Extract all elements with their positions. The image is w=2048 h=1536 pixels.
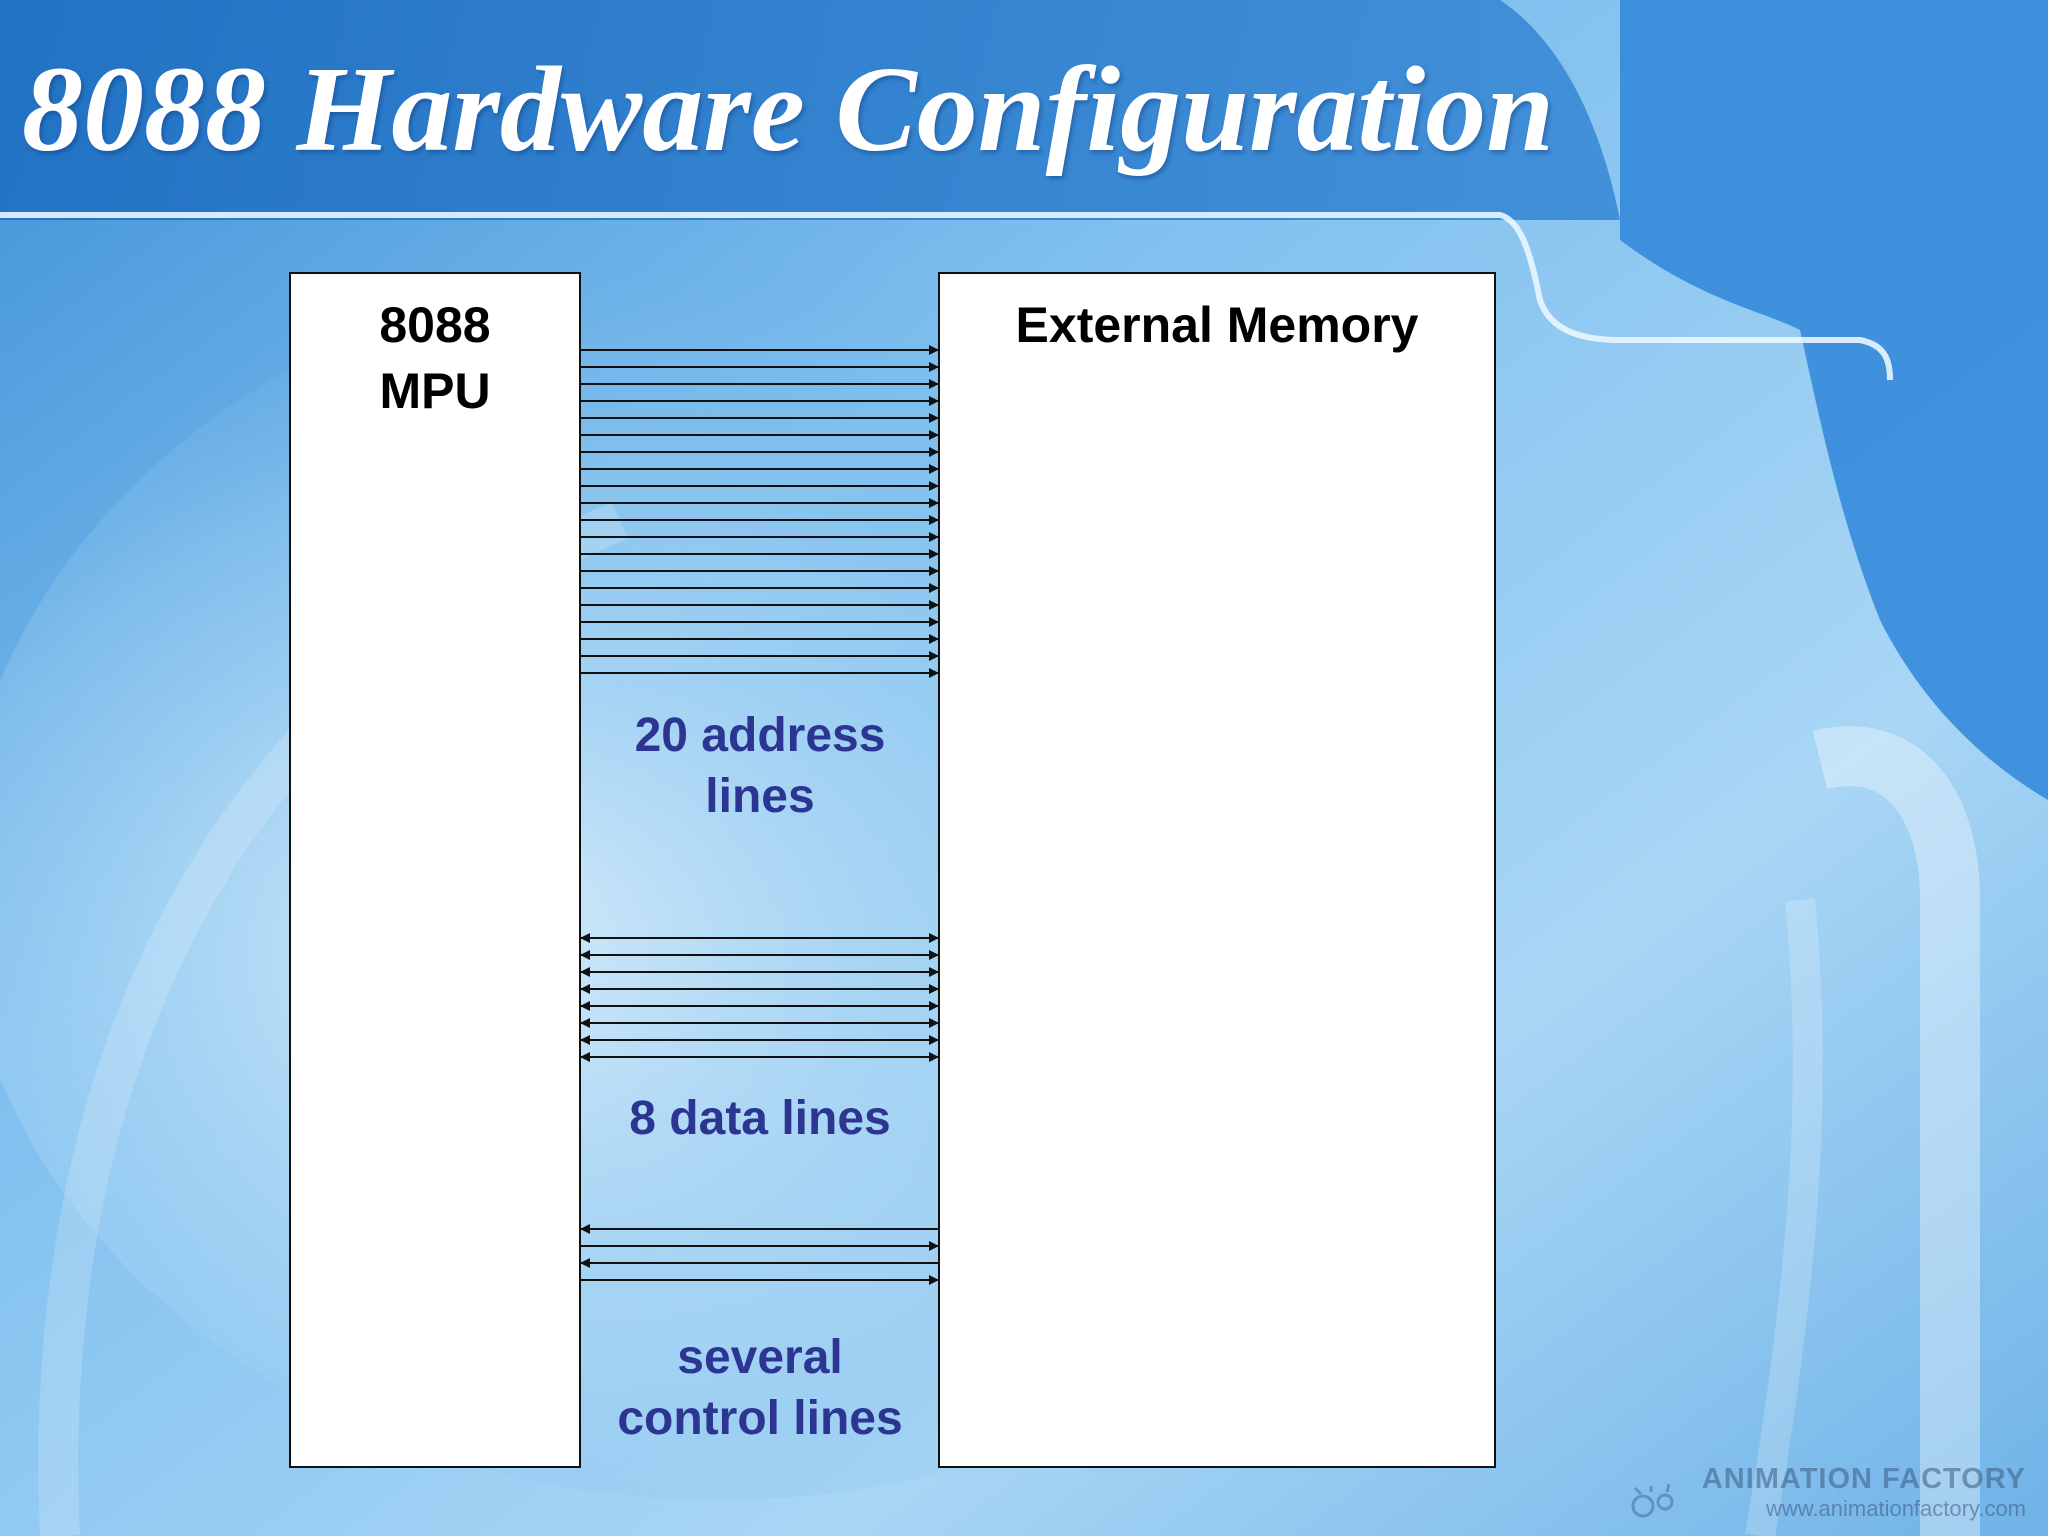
mpu-block: 8088 MPU [289,272,581,1468]
animation-factory-logo-icon [1631,1483,1674,1518]
mpu-label: 8088 MPU [379,297,491,419]
watermark-url: www.animationfactory.com [1765,1496,2026,1521]
watermark-brand: ANIMATION FACTORY [1701,1463,2026,1495]
address-bus-label: 20 address lines [634,709,886,823]
watermark: ANIMATION FACTORY www.animationfactory.c… [1702,1463,2026,1522]
external-memory-label: External Memory [1015,297,1419,353]
control-bus-label: several control lines [617,1331,903,1445]
data-bus-label: 8 data lines [629,1092,891,1145]
external-memory-block: External Memory [938,272,1496,1468]
slide-title: 8088 Hardware Configuration [22,42,1555,177]
